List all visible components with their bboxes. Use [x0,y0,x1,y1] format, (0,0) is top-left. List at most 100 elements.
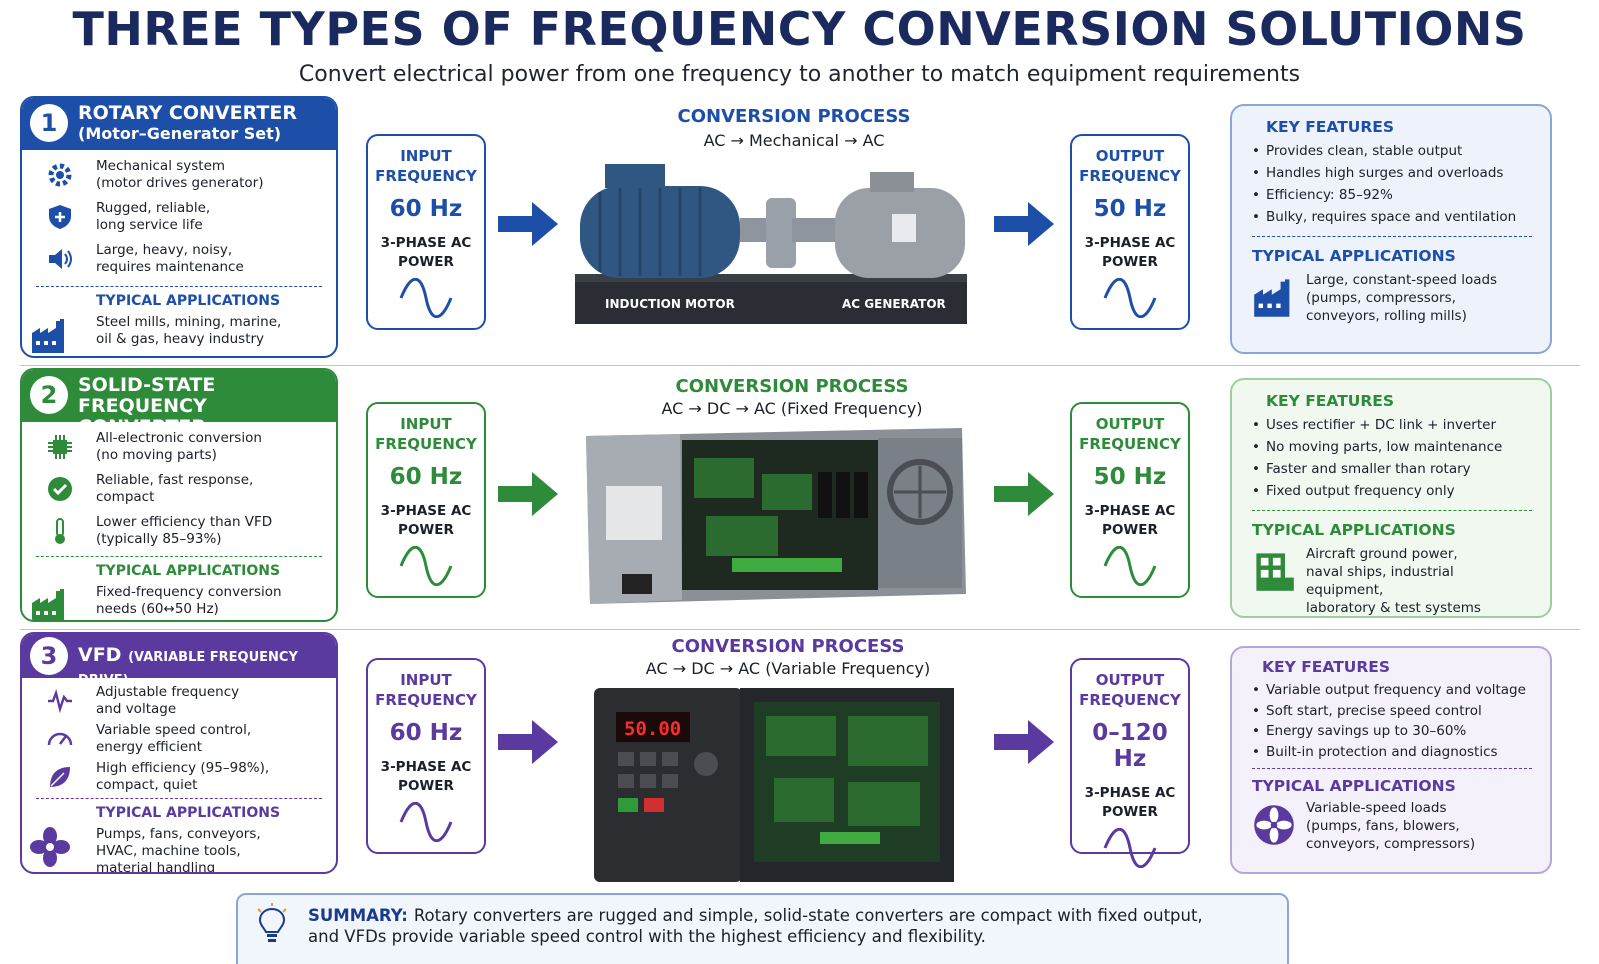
feature-text: Variable speed control, energy efficient [96,722,252,755]
vfd-key-features-card: KEY FEATURES Variable output frequency a… [1230,646,1552,874]
vfd-info-card: 3 VFD (VARIABLE FREQUENCY DRIVE) Adjusta… [20,632,338,874]
feature-text: Large, heavy, noisy, requires maintenanc… [96,242,244,275]
feature-item: High efficiency (95–98%), compact, quiet [36,760,326,796]
feature-text: Adjustable frequency and voltage [96,684,240,717]
factory-icon [1254,279,1290,317]
section-vfd: 3 VFD (VARIABLE FREQUENCY DRIVE) Adjusta… [20,632,1580,882]
vfd-drive-image: 50.00 [594,688,954,882]
feature-item: Reliable, fast response, compact [36,472,326,512]
applications-text: Aircraft ground power, naval ships, indu… [1306,546,1481,616]
section-rotary: 1 ROTARY CONVERTER (Motor–Generator Set)… [20,96,1580,362]
output-frequency-label: OUTPUT FREQUENCY [1079,415,1181,453]
page-title: THREE TYPES OF FREQUENCY CONVERSION SOLU… [72,2,1527,56]
applications-text: Fixed-frequency conversion needs (60↔50 … [96,584,321,620]
arrow-right-icon [498,472,558,516]
vfd-header: 3 VFD (VARIABLE FREQUENCY DRIVE) [22,634,336,688]
output-frequency-box: OUTPUT FREQUENCY 0–120 Hz 3-PHASE AC POW… [1070,658,1190,869]
section-name-small: (VARIABLE FREQUENCY DRIVE) [78,650,298,688]
applications-text: Steel mills, mining, marine, oil & gas, … [96,314,282,347]
summary-box: SUMMARY:Rotary converters are rugged and… [236,893,1289,964]
applications-title: TYPICAL APPLICATIONS [96,805,281,821]
input-power-label: 3-PHASE AC POWER [380,503,472,538]
speaker-icon [49,249,72,269]
arrow-right-icon [498,202,558,246]
sine-wave-icon [399,545,453,587]
key-feature-item: No moving parts, low maintenance [1252,436,1532,458]
input-frequency-label: INPUT FREQUENCY [375,147,477,185]
process-title: CONVERSION PROCESS [675,376,909,397]
sine-wave-icon [399,801,453,843]
output-power-label: 3-PHASE AC POWER [1084,785,1176,820]
typical-applications: TYPICAL APPLICATIONS Pumps, fans, convey… [22,805,336,874]
section-number-badge: 3 [30,637,68,675]
sine-wave-icon [1103,277,1157,319]
key-features-title: KEY FEATURES [1266,392,1395,410]
divider [1252,510,1532,511]
applications-block: Large, constant-speed loads (pumps, comp… [1252,271,1532,325]
feature-text: Lower efficiency than VFD (typically 85–… [96,514,273,547]
arrow-right-icon [994,202,1054,246]
output-frequency-box: OUTPUT FREQUENCY 50 Hz 3-PHASE AC POWER [1070,134,1190,330]
applications-block: Aircraft ground power, naval ships, indu… [1252,545,1532,617]
feature-item: Variable speed control, energy efficient [36,722,326,758]
section-divider [20,365,1580,366]
input-frequency-label: INPUT FREQUENCY [375,415,477,453]
gauge-icon [47,732,73,746]
key-features-title: KEY FEATURES [1266,118,1395,136]
section-number-badge: 2 [30,376,68,414]
output-power-label: 3-PHASE AC POWER [1084,503,1176,538]
applications-title: TYPICAL APPLICATIONS [96,293,281,309]
applications-title: TYPICAL APPLICATIONS [1252,777,1456,795]
leaf-icon [50,767,70,787]
key-features-title: KEY FEATURES [1262,658,1391,676]
machine-label-left: INDUCTION MOTOR [605,297,735,311]
output-power-label: 3-PHASE AC POWER [1084,235,1176,270]
divider [36,798,322,799]
typical-applications: TYPICAL APPLICATIONS Steel mills, mining… [22,293,336,353]
sine-wave-icon [399,277,453,319]
feature-item: Adjustable frequency and voltage [36,684,326,720]
conversion-process: CONVERSION PROCESS AC → Mechanical → AC [574,106,1014,150]
arrow-right-icon [994,720,1054,764]
divider [36,556,322,557]
solid-state-info-card: 2 SOLID-STATE FREQUENCY CONVERTER All-el… [20,368,338,622]
feature-item: Lower efficiency than VFD (typically 85–… [36,514,326,554]
solid-state-converter-image [586,428,966,604]
building-icon [1256,553,1294,591]
rotary-header: 1 ROTARY CONVERTER (Motor–Generator Set) [22,98,336,150]
feature-item: Large, heavy, noisy, requires maintenanc… [36,242,326,282]
key-feature-item: Uses rectifier + DC link + inverter [1252,414,1532,436]
section-name: ROTARY CONVERTER [78,102,297,124]
fan-icon [30,827,70,867]
chip-icon [48,435,72,459]
section-subname: CONVERTER [78,416,207,438]
vfd-display-readout: 50.00 [624,718,681,740]
key-feature-item: Handles high surges and overloads [1252,162,1532,184]
input-frequency-box: INPUT FREQUENCY 60 Hz 3-PHASE AC POWER [366,134,486,330]
rotary-key-features-card: KEY FEATURES Provides clean, stable outp… [1230,104,1552,354]
machine-label-right: AC GENERATOR [842,297,946,311]
factory-icon [32,589,64,620]
feature-item: Mechanical system (motor drives generato… [36,158,326,198]
process-title: CONVERSION PROCESS [671,636,905,657]
feature-text: Reliable, fast response, compact [96,472,254,505]
key-features-list: Variable output frequency and voltage So… [1252,680,1532,762]
applications-text: Pumps, fans, conveyors, HVAC, machine to… [96,826,261,874]
output-frequency-label: OUTPUT FREQUENCY [1079,147,1181,185]
key-feature-item: Efficiency: 85–92% [1252,184,1532,206]
factory-icon [32,319,64,353]
feature-text: All-electronic conversion (no moving par… [96,430,262,463]
process-flow: AC → DC → AC (Variable Frequency) [645,659,931,678]
motor-generator-image: INDUCTION MOTOR AC GENERATOR [575,164,967,324]
input-power-label: 3-PHASE AC POWER [380,235,472,270]
shield-icon [49,205,71,229]
feature-text: Rugged, reliable, long service life [96,200,211,233]
feature-item: All-electronic conversion (no moving par… [36,430,326,470]
thermometer-icon [55,518,65,544]
applications-block: Variable-speed loads (pumps, fans, blowe… [1252,799,1532,853]
input-frequency-label: INPUT FREQUENCY [375,671,477,709]
section-subname: (Motor–Generator Set) [78,124,282,143]
key-feature-item: Built-in protection and diagnostics [1252,742,1532,763]
applications-title: TYPICAL APPLICATIONS [1252,521,1456,539]
lightbulb-icon [257,903,287,942]
